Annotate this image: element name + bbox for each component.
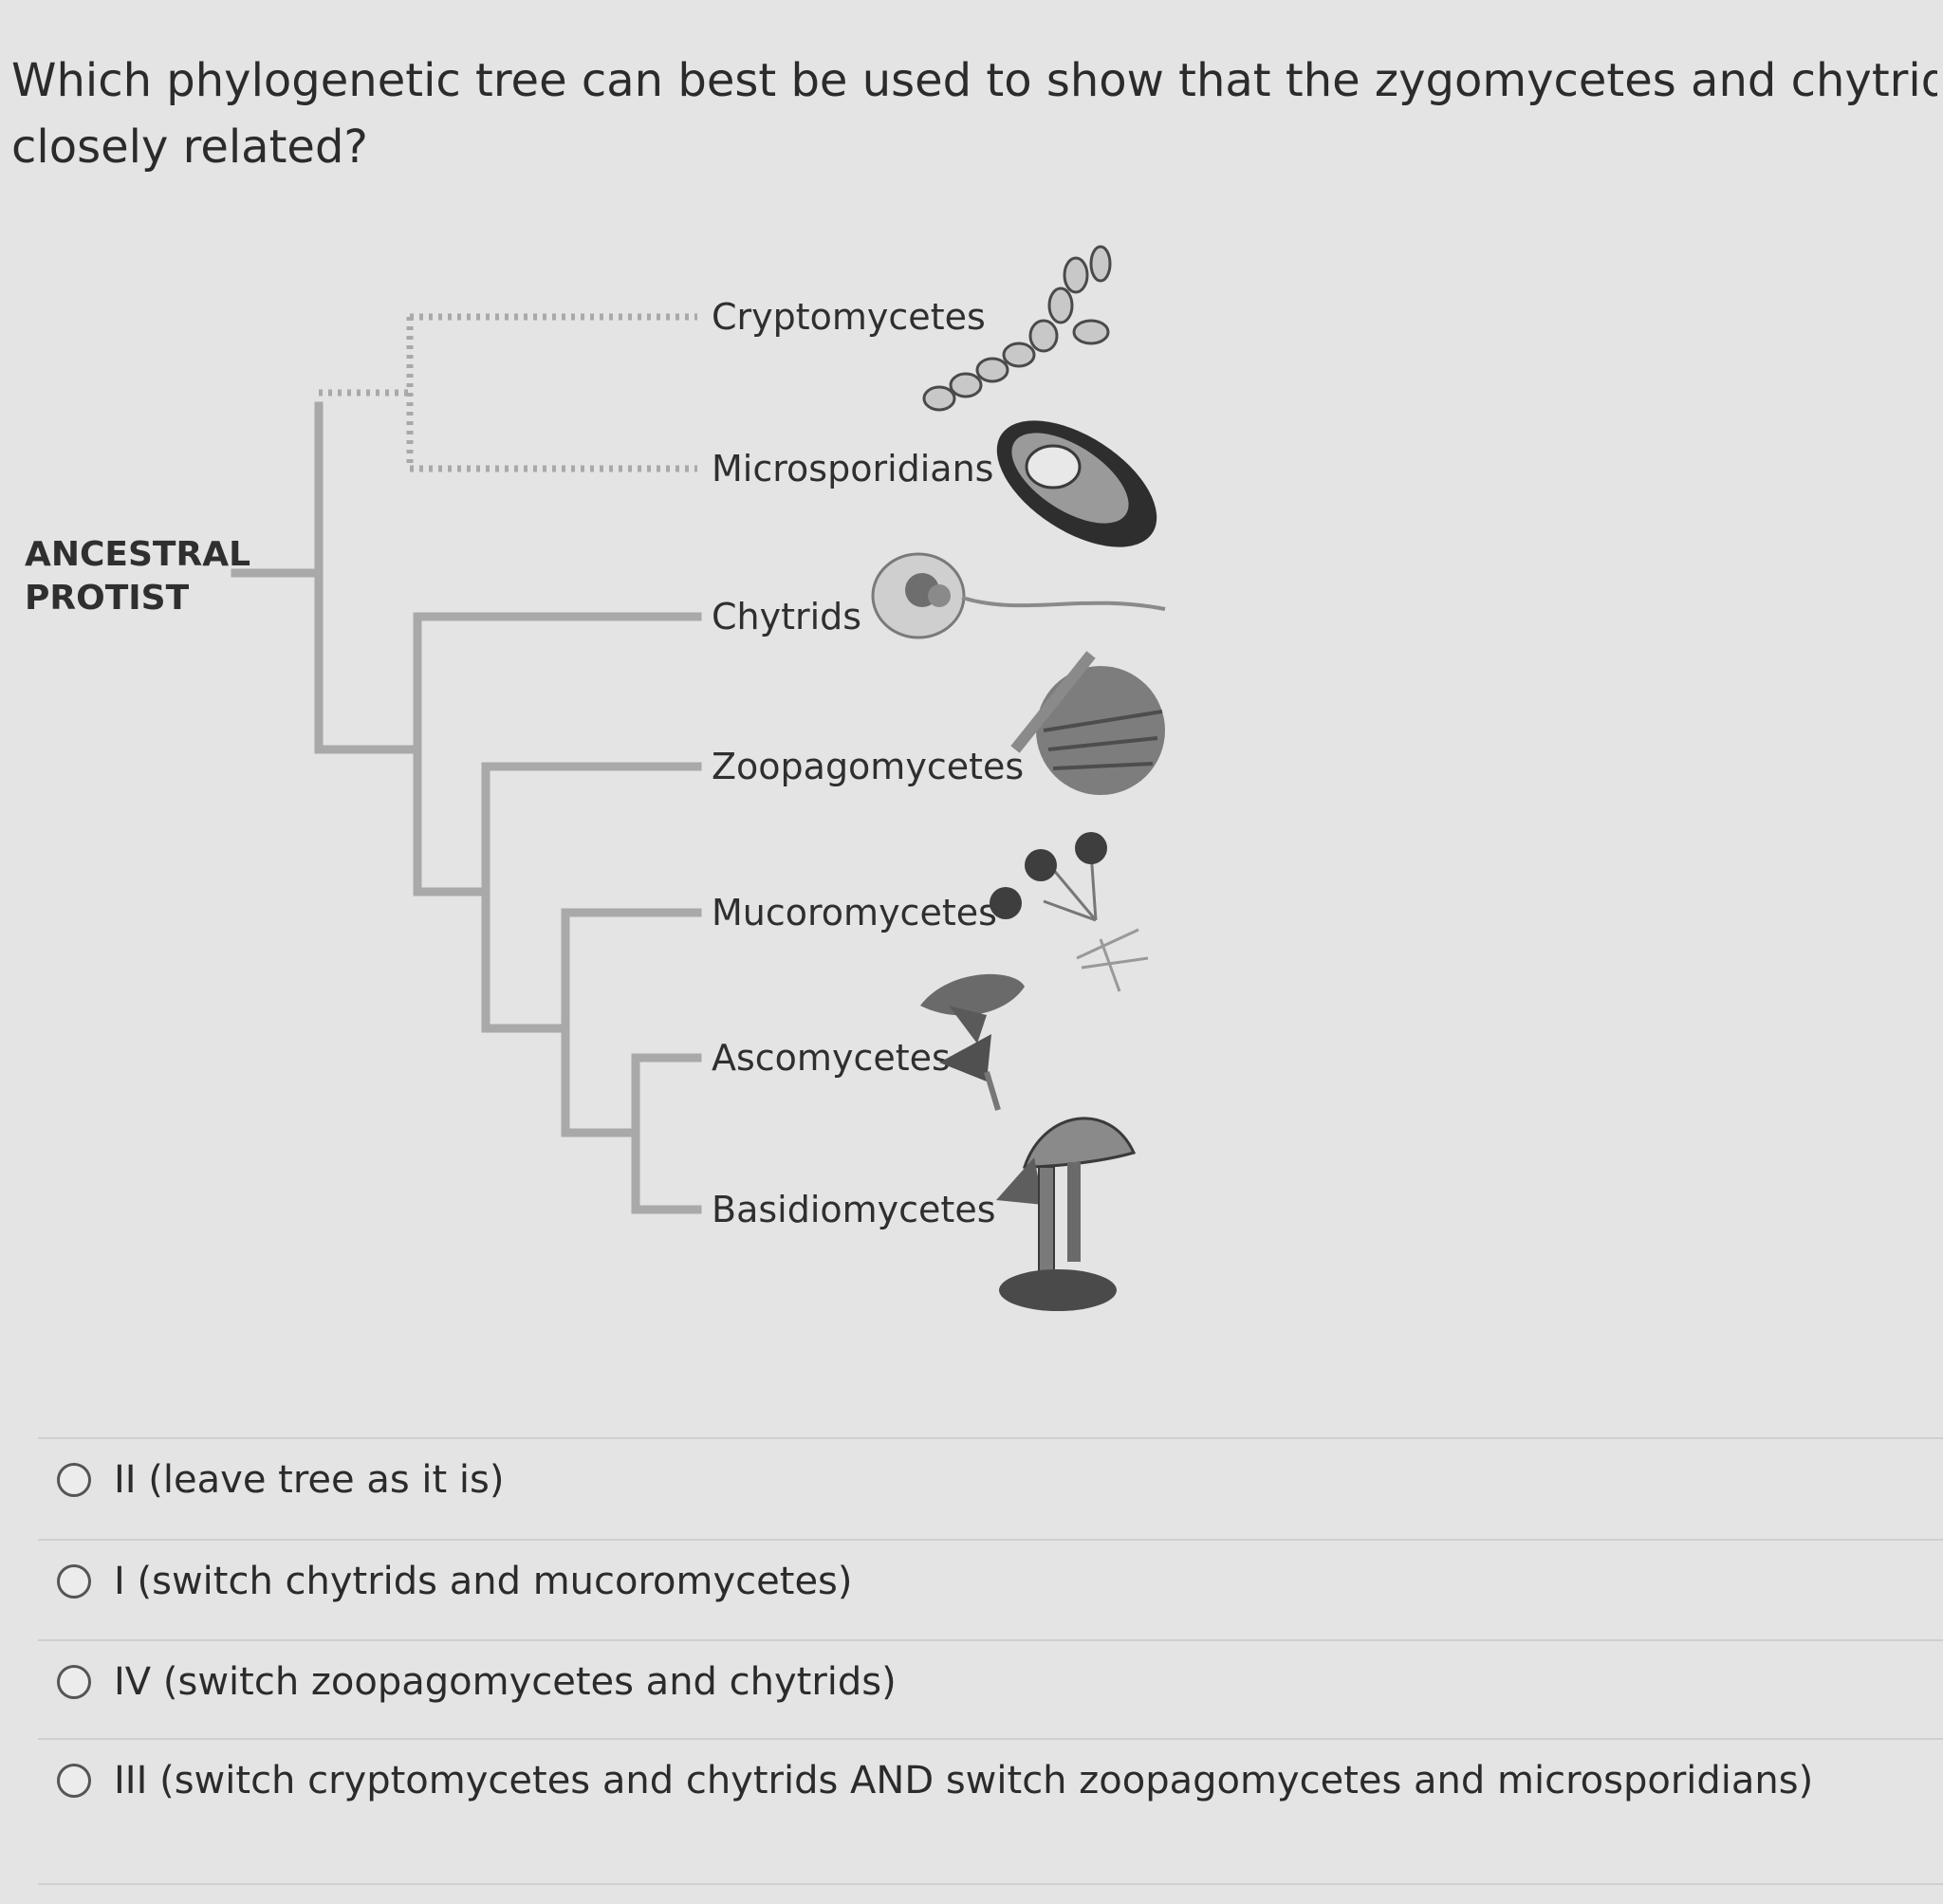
root-label-line-1: ANCESTRAL bbox=[25, 535, 250, 574]
tree-branches bbox=[231, 401, 702, 1214]
answer-option-i[interactable]: I (switch chytrids and mucoromycetes) bbox=[57, 1548, 853, 1615]
microsporidian-spore-icon bbox=[996, 420, 1157, 547]
options-divider-bottom bbox=[38, 1883, 1943, 1885]
uncertain-branches bbox=[319, 313, 697, 472]
answer-option-iv[interactable]: IV (switch zoopagomycetes and chytrids) bbox=[57, 1649, 897, 1715]
basidiomycete-mushroom-icon bbox=[996, 1117, 1137, 1311]
taxon-label-zoopagomycetes: Zoopagomycetes bbox=[712, 746, 1024, 787]
taxon-label-microsporidians: Microsporidians bbox=[712, 448, 993, 490]
ascomycete-cup-icon bbox=[920, 973, 1025, 1111]
radio-button[interactable] bbox=[57, 1764, 91, 1798]
question-line-2: closely related? bbox=[11, 120, 368, 174]
answer-option-label: IV (switch zoopagomycetes and chytrids) bbox=[114, 1660, 897, 1704]
root-label-line-2: PROTIST bbox=[25, 579, 190, 618]
answer-option-label: II (leave tree as it is) bbox=[114, 1458, 505, 1502]
mucoromycete-sporangia-icon bbox=[990, 832, 1149, 992]
options-divider bbox=[38, 1738, 1943, 1740]
question-line-1: Which phylogenetic tree can best be used… bbox=[11, 54, 1937, 107]
cryptomycete-chain-icon bbox=[922, 245, 1112, 412]
options-divider bbox=[38, 1539, 1943, 1541]
chytrid-zoospore-icon bbox=[871, 552, 1166, 639]
radio-button[interactable] bbox=[57, 1564, 91, 1599]
taxon-label-chytrids: Chytrids bbox=[712, 596, 861, 638]
taxon-label-cryptomycetes: Cryptomycetes bbox=[712, 296, 986, 338]
taxon-labels: Cryptomycetes Microsporidians Chytrids Z… bbox=[712, 296, 1024, 1230]
answer-option-ii[interactable]: II (leave tree as it is) bbox=[57, 1447, 504, 1513]
options-divider-top bbox=[38, 1437, 1943, 1439]
options-divider bbox=[38, 1639, 1943, 1641]
radio-button[interactable] bbox=[57, 1463, 91, 1497]
answer-option-iii[interactable]: III (switch cryptomycetes and chytrids A… bbox=[57, 1747, 1813, 1814]
answer-option-label: I (switch chytrids and mucoromycetes) bbox=[114, 1560, 853, 1603]
taxon-label-mucoromycetes: Mucoromycetes bbox=[712, 892, 997, 934]
taxon-label-basidiomycetes: Basidiomycetes bbox=[712, 1189, 996, 1230]
taxon-label-ascomycetes: Ascomycetes bbox=[712, 1037, 951, 1079]
question-text: Which phylogenetic tree can best be used… bbox=[11, 47, 1937, 180]
zoopagomycete-icon bbox=[1010, 651, 1165, 795]
answer-option-label: III (switch cryptomycetes and chytrids A… bbox=[114, 1759, 1814, 1802]
radio-button[interactable] bbox=[57, 1665, 91, 1699]
phylogenetic-tree: ANCESTRAL PROTIST Cryptomycetes Microspo… bbox=[25, 245, 1166, 1311]
